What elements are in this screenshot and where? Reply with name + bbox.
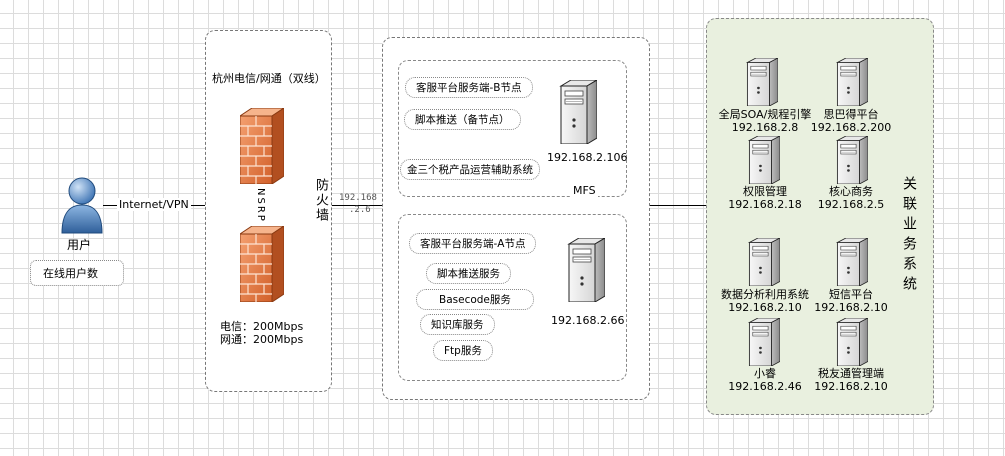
system-server-icon-0 [744,58,778,106]
system-name-4: 数据分析利用系统 [721,288,809,301]
connector-main-related [648,205,706,206]
server-a-service-2: Basecode服务 [416,289,534,310]
system-ip-7: 192.168.2.10 [814,380,888,393]
server-b-icon [557,80,597,144]
server-b-ip: 192.168.2.106 [547,151,628,164]
mfs-label: MFS [571,184,598,197]
server-a-icon [565,238,605,302]
system-name-3: 核心商务 [829,185,873,198]
user-icon [60,175,104,235]
server-b-service-1: 脚本推送（备节点） [404,109,521,130]
server-b-service-0: 客服平台服务端-B节点 [405,77,533,98]
system-name-2: 权限管理 [743,185,787,198]
user-label: 用户 [67,238,92,252]
system-server-icon-1 [834,58,868,106]
isp-title: 杭州电信/网通（双线） [212,72,326,85]
system-server-icon-6 [746,318,780,366]
system-name-5: 短信平台 [829,288,873,301]
system-name-1: 思巴得平台 [823,108,879,121]
firewall-icon-bottom [240,226,284,302]
bandwidth-netcom: 网通：200Mbps [220,333,304,346]
system-name-0: 全局SOA/规程引擎 [718,108,812,121]
server-a-service-4: Ftp服务 [433,340,493,361]
firewall-icon-top [240,108,284,184]
server-a-service-1: 脚本推送服务 [426,263,511,284]
bandwidth-telecom: 电信：200Mbps [220,320,304,333]
internet-vpn-label: Internet/VPN [117,198,191,211]
system-server-icon-3 [834,136,868,184]
system-server-icon-5 [834,238,868,286]
system-ip-1: 192.168.2.200 [810,121,892,134]
system-ip-4: 192.168.2.10 [728,301,802,314]
server-a-service-3: 知识库服务 [420,314,495,335]
firewall-ip-line1: 192.168 [339,193,377,203]
online-users-label: 在线用户数 [43,267,98,280]
server-a-ip: 192.168.2.66 [551,314,625,327]
online-users-box: 在线用户数 [30,260,124,286]
firewall-ip-line2: .2.6 [349,205,371,215]
server-b-service-2: 金三个税产品运营辅助系统 [400,159,540,180]
system-name-7: 税友通管理端 [818,367,884,380]
system-ip-5: 192.168.2.10 [814,301,888,314]
system-server-icon-2 [746,136,780,184]
system-server-icon-4 [746,238,780,286]
related-systems-panel [706,18,934,415]
nsrp-label: NSRP [255,188,266,223]
system-ip-3: 192.168.2.5 [817,198,885,211]
system-ip-2: 192.168.2.18 [728,198,802,211]
system-server-icon-7 [834,318,868,366]
connector-isp-firewall [330,205,382,206]
related-systems-title: 关联业务系统 [901,176,917,296]
system-ip-6: 192.168.2.46 [728,380,802,393]
server-a-service-0: 客服平台服务端-A节点 [409,233,537,254]
firewall-label: 防火墙 [313,178,328,223]
isp-panel [205,30,332,392]
system-name-6: 小睿 [754,367,776,380]
system-ip-0: 192.168.2.8 [731,121,799,134]
